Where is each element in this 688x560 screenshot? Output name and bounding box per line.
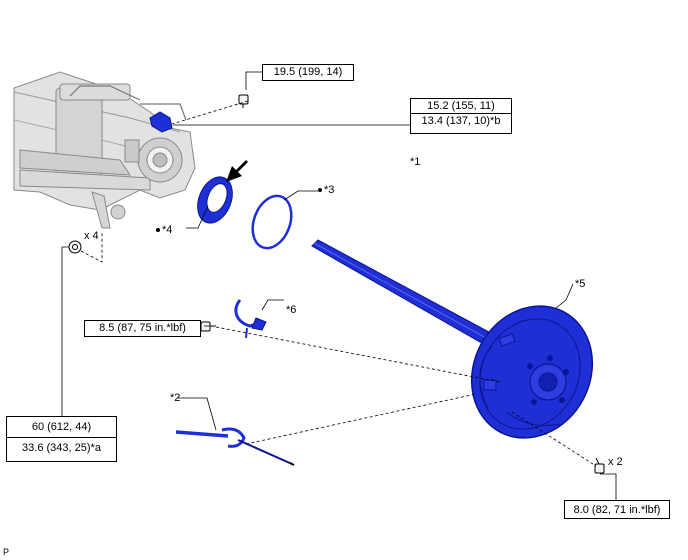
torque-value-nut-b: 33.6 (343, 25)*a — [7, 437, 116, 455]
quantity-nuts: x 4 — [84, 230, 99, 242]
backing-plate — [470, 305, 594, 439]
callout-4-text: *4 — [162, 224, 173, 236]
callout-3: *3 — [318, 184, 334, 197]
bolt-brake — [200, 321, 216, 332]
dot-icon — [318, 188, 322, 193]
torque-value-bottom-bolt: 8.0 (82, 71 in.*lbf) — [573, 504, 661, 516]
callout-5: *5 — [575, 278, 586, 290]
callout-3-text: *3 — [324, 184, 335, 196]
dashed-lines — [80, 100, 597, 467]
torque-box-bottom-bolt: 8.0 (82, 71 in.*lbf) — [564, 500, 670, 519]
torque-box-brake-bolt: 8.5 (87, 75 in.*lbf) — [84, 320, 201, 337]
arrow-indicator — [226, 160, 248, 182]
nut — [68, 240, 82, 254]
footer-letter: P — [3, 547, 10, 557]
callout-6: *6 — [286, 304, 297, 316]
torque-value-flange-b: 13.4 (137, 10)*b — [411, 113, 511, 128]
axle-housing — [13, 71, 196, 229]
connector-part — [149, 111, 173, 133]
torque-value-nut-a: 60 (612, 44) — [31, 421, 92, 433]
oil-seal — [197, 176, 233, 224]
torque-value-top-bolt: 19.5 (199, 14) — [273, 66, 343, 78]
bracket-part — [234, 299, 267, 339]
torque-box-top-bolt: 19.5 (199, 14) — [262, 64, 354, 81]
leader-lines — [61, 71, 617, 500]
dot-icon — [156, 228, 160, 233]
torque-box-flange: 15.2 (155, 11) 13.4 (137, 10)*b — [410, 98, 512, 134]
quantity-bolts: x 2 — [608, 456, 623, 468]
brake-cable — [175, 427, 295, 466]
torque-value-brake-bolt: 8.5 (87, 75 in.*lbf) — [99, 322, 186, 334]
callout-1: *1 — [410, 156, 421, 168]
o-ring — [251, 194, 293, 250]
torque-value-flange-a: 15.2 (155, 11) — [427, 100, 495, 112]
axle-shaft — [311, 239, 501, 351]
torque-box-nut: 60 (612, 44) 33.6 (343, 25)*a — [6, 416, 117, 462]
callout-2: *2 — [170, 392, 181, 404]
bolt-bottom — [594, 457, 605, 474]
callout-4: *4 — [156, 224, 172, 237]
